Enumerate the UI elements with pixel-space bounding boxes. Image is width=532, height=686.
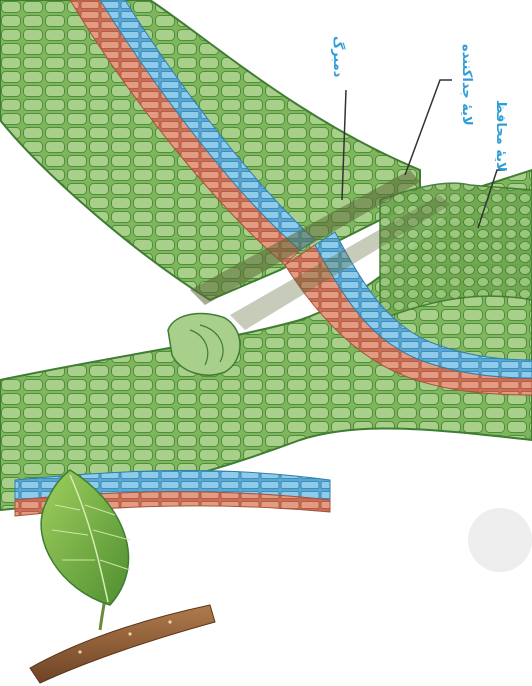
separation-leader [405,80,452,175]
background-circle [468,508,532,572]
twig-inset [30,605,215,683]
label-separation-layer: لایهٔ جداکننده [459,44,474,126]
label-petiole: دمبرگ [330,36,345,77]
label-protective-layer: لایهٔ محافظ [493,100,508,172]
